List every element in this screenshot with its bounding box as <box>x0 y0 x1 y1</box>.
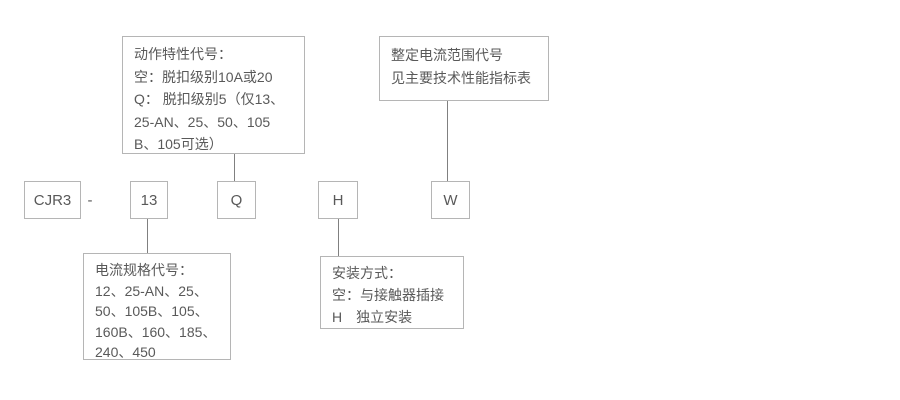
callout-line: 安装方式： <box>332 265 402 281</box>
callout-action-characteristic: 动作特性代号： 空：脱扣级别10A或20 Q： 脱扣级别5（仅13、 25-AN… <box>122 36 305 154</box>
callout-line: 动作特性代号： <box>134 46 232 62</box>
model-separator-dash: - <box>87 191 93 209</box>
callout-mounting-method: 安装方式： 空：与接触器插接 H 独立安装 <box>320 256 464 329</box>
callout-current-spec: 电流规格代号： 12、25-AN、25、 50、105B、105、 160B、1… <box>83 253 231 360</box>
callout-line: 240、450 <box>95 344 156 361</box>
callout-line: 25-AN、25、50、105 <box>134 113 271 130</box>
connector-action-to-q <box>234 154 235 181</box>
callout-line: 50、105B、105、 <box>95 303 209 320</box>
code-box-current-range: W <box>431 181 470 219</box>
callout-line: B、105可选） <box>134 136 223 153</box>
code-box-mounting-method: H <box>318 181 358 219</box>
callout-line: H 独立安装 <box>332 309 413 325</box>
connector-range-to-w <box>447 101 448 181</box>
code-box-current-spec: 13 <box>130 181 168 219</box>
connector-13-to-current-spec <box>147 219 148 253</box>
callout-line: 整定电流范围代号 <box>391 47 503 63</box>
callout-line: 见主要技术性能指标表 <box>391 70 531 86</box>
callout-line: 电流规格代号： <box>95 262 193 278</box>
callout-line: 空：与接触器插接 <box>332 287 444 303</box>
code-box-model-prefix: CJR3 <box>24 181 81 219</box>
code-box-action-characteristic: Q <box>217 181 256 219</box>
callout-line: Q： 脱扣级别5（仅13、 <box>134 91 285 108</box>
callout-line: 空：脱扣级别10A或20 <box>134 68 273 85</box>
callout-line: 160B、160、185、 <box>95 323 217 340</box>
connector-h-to-mounting <box>338 219 339 256</box>
callout-line: 12、25-AN、25、 <box>95 282 208 299</box>
callout-setting-current-range: 整定电流范围代号 见主要技术性能指标表 <box>379 36 549 101</box>
